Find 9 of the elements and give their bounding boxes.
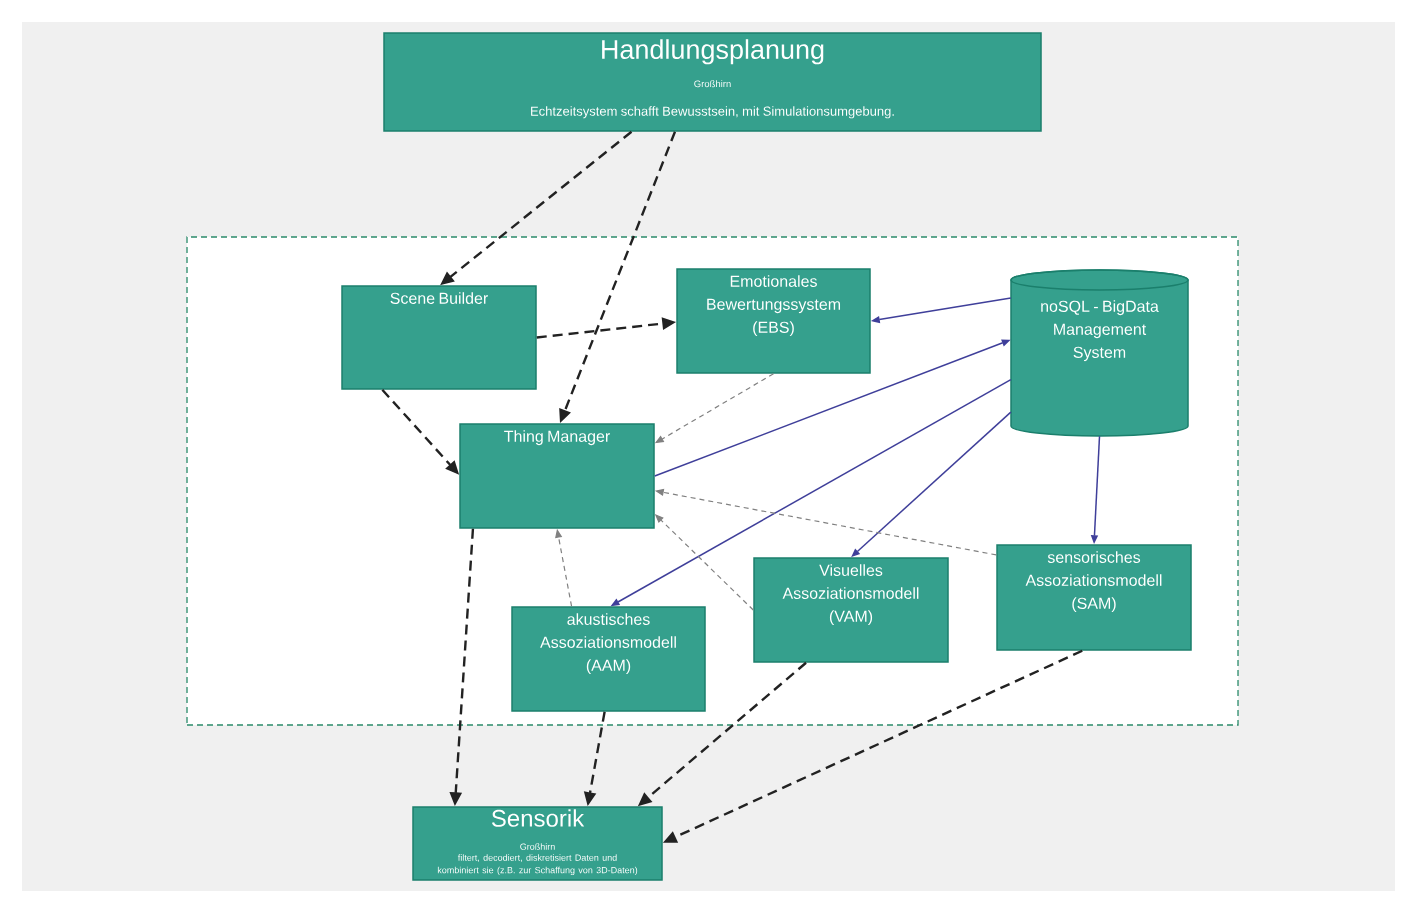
database-cylinder: noSQL - BigData Management System: [1010, 269, 1189, 437]
process-box: sensorisches Assoziationsmodell (SAM): [996, 544, 1192, 651]
process-box: Emotionales Bewertungssystem (EBS): [676, 268, 871, 374]
process-box: Handlungsplanung Großhirn Echtzeitsystem schafft Bewusstsein, mit Simulationsumgebung.: [383, 32, 1042, 132]
process-box: Visuelles Assoziationsmodell (VAM): [753, 557, 949, 663]
process-box: Sensorik Großhirn filtert, decodiert, diskretisiert Daten und kombiniert sie (z.B. zur Schaffung von 3D-Daten): [412, 806, 663, 881]
process-box: Thing Manager: [459, 423, 655, 529]
process-box: Scene Builder: [341, 285, 537, 390]
process-box: akustisches Assoziationsmodell (AAM): [511, 606, 706, 712]
